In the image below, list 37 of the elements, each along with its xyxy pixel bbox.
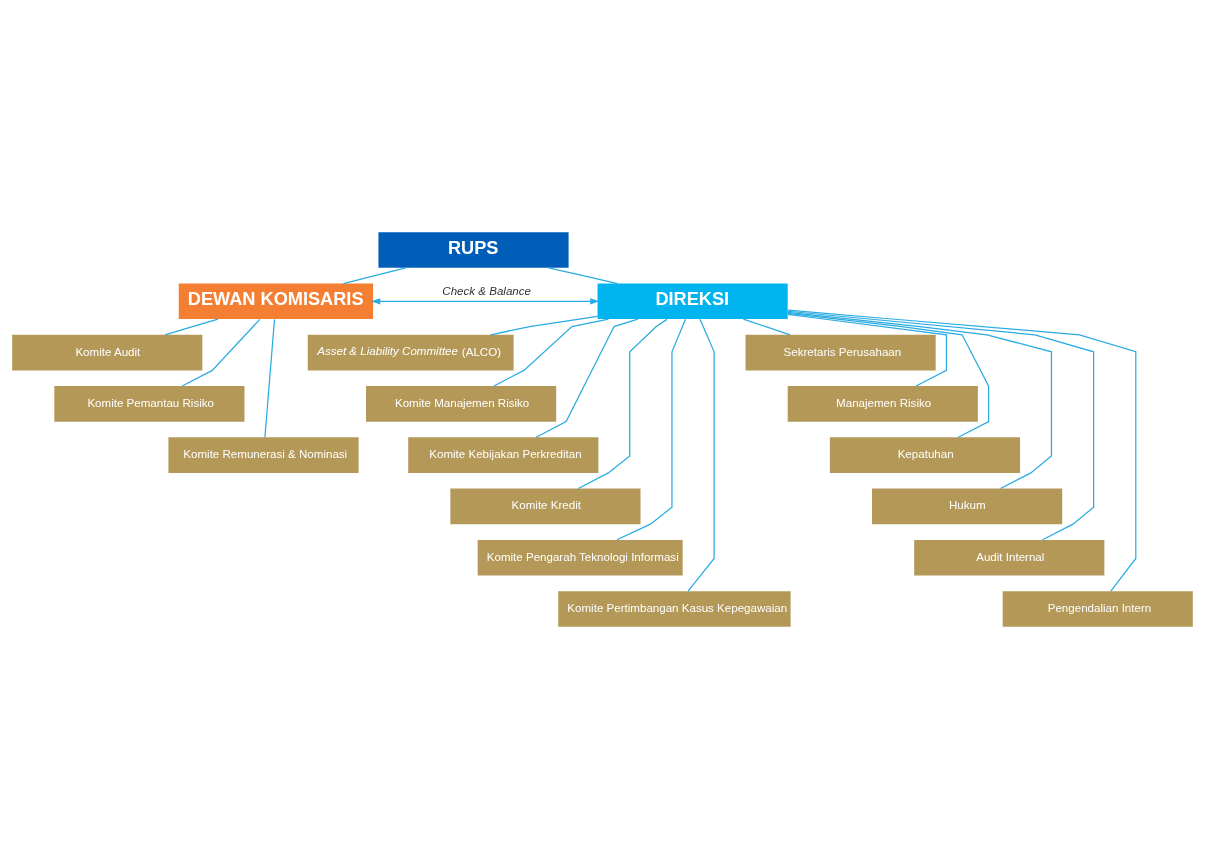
node-box: Komite Pengarah Teknologi Informasi [477, 539, 683, 575]
node-box: Pengendalian Intern [1002, 590, 1193, 627]
node-box: Komite Pemantau Risiko [54, 385, 245, 422]
node-box: Asset & Liability Committee (ALCO) [307, 334, 514, 370]
node-box: Manajemen Risiko [787, 385, 978, 422]
arrow [371, 297, 600, 305]
node-box: Komite Pertimbangan Kasus Kepegawaian [558, 590, 791, 627]
node-box: Komite Manajemen Risiko [366, 385, 557, 422]
connector [164, 318, 219, 335]
node-box: Komite Audit [12, 334, 203, 370]
connector [787, 313, 948, 387]
connector [577, 318, 668, 489]
connector [787, 310, 1095, 540]
connector [687, 318, 715, 592]
connector [787, 311, 1053, 489]
node-box: Komite Kebijakan Perkreditan [408, 436, 599, 473]
edge-label: Check & Balance [442, 284, 532, 297]
node-box: Audit Internal [914, 539, 1105, 575]
node-box: Komite Remunerasi & Nominasi [168, 436, 359, 473]
connector [342, 266, 407, 284]
connector [493, 318, 610, 387]
node-box: DIREKSI [597, 283, 788, 319]
connector [787, 312, 990, 438]
connector [742, 318, 791, 335]
node-box: Hukum [872, 488, 1063, 524]
connector [490, 315, 598, 335]
connector [264, 318, 276, 438]
connector [787, 309, 1137, 592]
connector [548, 266, 619, 284]
node-box: Sekretaris Perusahaan [745, 334, 936, 370]
connector [181, 318, 261, 387]
node-box: DEWAN KOMISARIS [178, 283, 374, 319]
connector [535, 318, 639, 438]
node-box: RUPS [378, 231, 569, 268]
connector [616, 318, 687, 540]
node-box: Kepatuhan [829, 436, 1021, 473]
node-box: Komite Kredit [450, 488, 641, 524]
